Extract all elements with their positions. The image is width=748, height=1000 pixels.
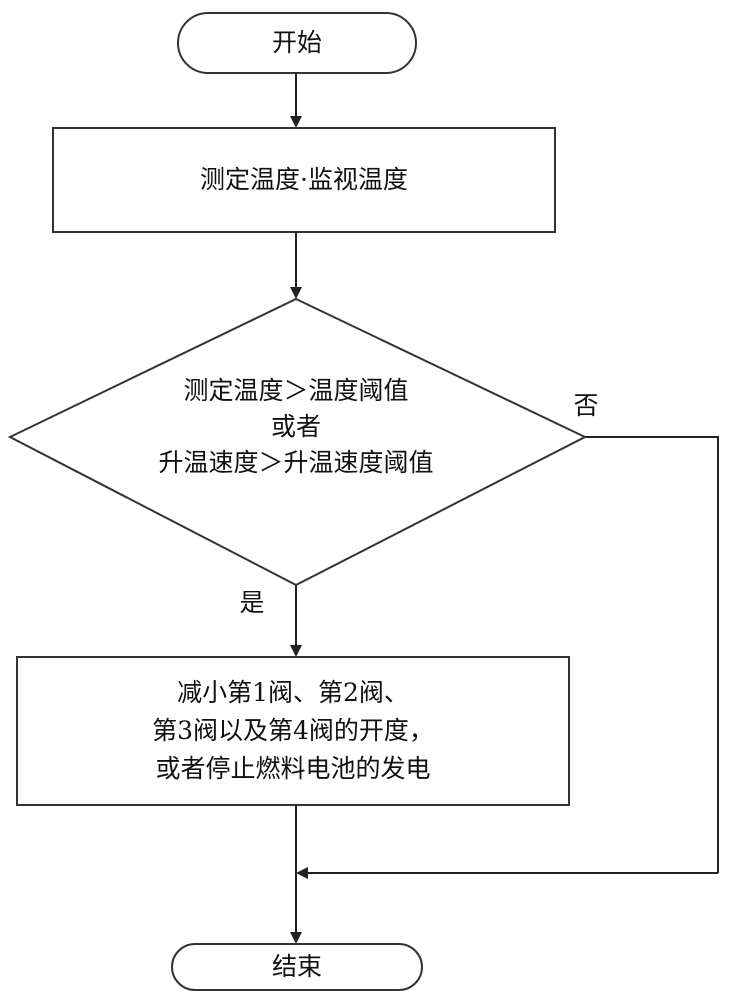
measure-process-box bbox=[52, 127, 556, 233]
decision-line-2: 或者 bbox=[270, 412, 321, 441]
decision-line-1: 测定温度＞温度阈值 bbox=[183, 376, 409, 405]
branch-yes-label: 是 bbox=[239, 588, 265, 617]
edge-decision-no-path bbox=[585, 436, 719, 873]
action-line-3: 或者停止燃料电池的发电 bbox=[155, 754, 431, 783]
branch-no-label: 否 bbox=[573, 391, 599, 420]
start-label: 开始 bbox=[271, 28, 322, 57]
action-line-2: 第3阀以及第4阀的开度， bbox=[152, 716, 434, 745]
action-process-box bbox=[16, 656, 570, 806]
end-terminal bbox=[171, 943, 423, 991]
action-line-1: 减小第1阀、第2阀、 bbox=[177, 678, 409, 707]
measure-label: 测定温度·监视温度 bbox=[200, 165, 408, 194]
end-label: 结束 bbox=[271, 952, 322, 981]
decision-line-3: 升温速度＞升温速度阈值 bbox=[158, 448, 434, 477]
action-label: 减小第1阀、第2阀、 第3阀以及第4阀的开度， 或者停止燃料电池的发电 bbox=[17, 674, 569, 788]
decision-label: 测定温度＞温度阈值 或者 升温速度＞升温速度阈值 bbox=[96, 373, 496, 481]
